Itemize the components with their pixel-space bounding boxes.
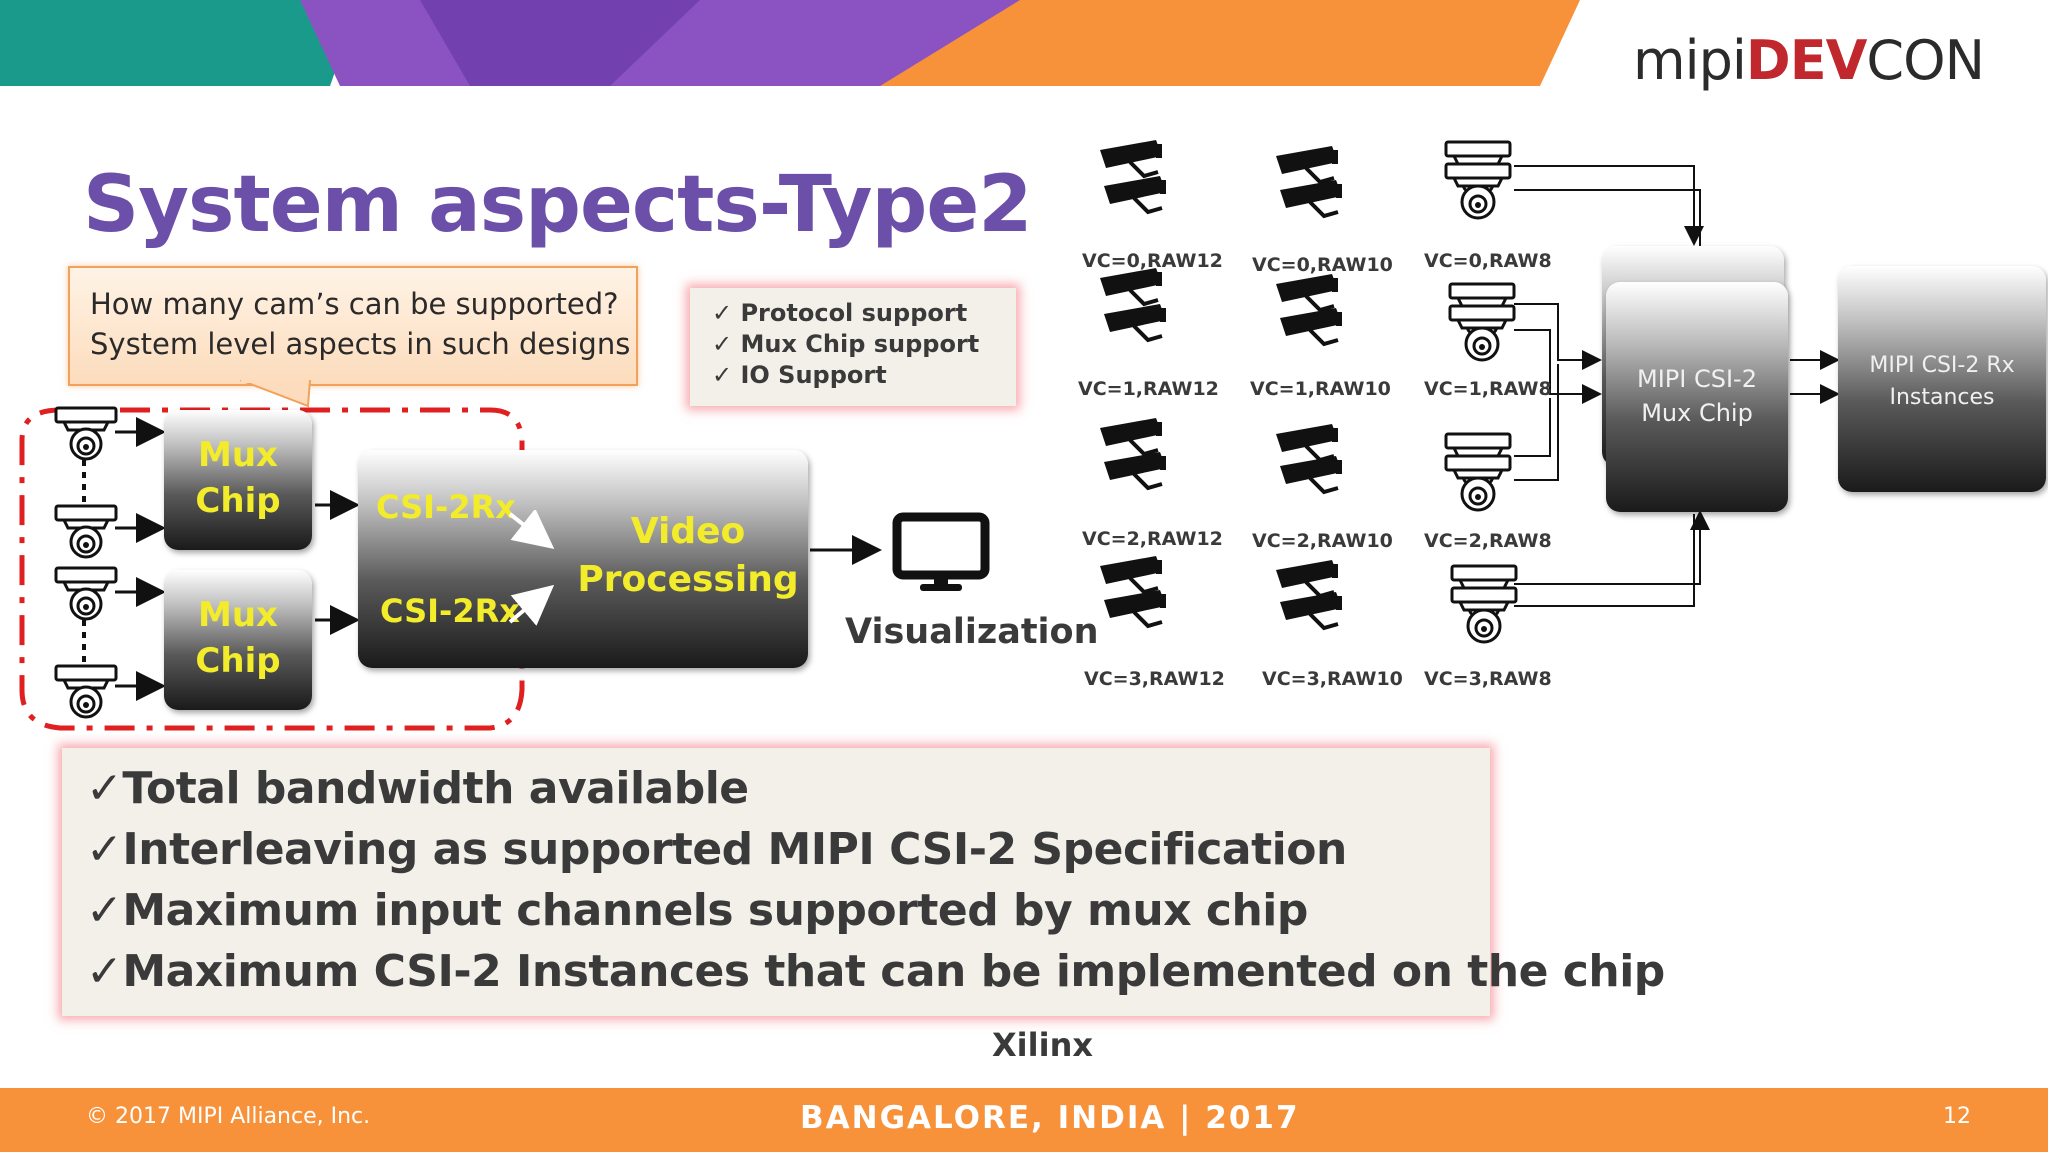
check-item-protocol: ✓ Protocol support	[712, 299, 968, 327]
video-processing-line1: Video	[630, 511, 746, 552]
bullet-input-channels: ✓Maximum input channels supported by mux…	[86, 885, 1308, 936]
dome-camera-icon	[54, 406, 118, 461]
requirements-box: ✓Total bandwidth available ✓Interleaving…	[62, 748, 1665, 1016]
vc-label-raw12-1: VC=1,RAW12	[1078, 378, 1219, 400]
logo-mipi: mipi	[1632, 29, 1747, 92]
vc-label-raw8-1: VC=1,RAW8	[1424, 378, 1552, 400]
vc-label-raw10-3: VC=3,RAW10	[1262, 668, 1403, 690]
vc-label-raw8-2: VC=2,RAW8	[1424, 530, 1552, 552]
csi2-mux-chip: MIPI CSI-2 Mux Chip	[1606, 282, 1788, 512]
visualization-label: Visualization	[845, 612, 1099, 652]
logo-con: CON	[1866, 29, 1985, 92]
left-diagram-connectors	[19, 407, 882, 731]
rx-instances-line2: Instances	[1889, 385, 1995, 410]
vc-label-raw8-3: VC=3,RAW8	[1424, 668, 1552, 690]
copyright-text: © 2017 MIPI Alliance, Inc.	[86, 1104, 371, 1129]
csi2-mux-chip-line2: Mux Chip	[1641, 399, 1753, 427]
callout-line-2: System level aspects in such designs	[90, 327, 631, 361]
video-processing-block: CSI-2Rx CSI-2Rx Video Processing	[358, 450, 808, 668]
csi2-mux-chip-line1: MIPI CSI-2	[1637, 365, 1757, 393]
footer-bar	[0, 1088, 2048, 1152]
feature-checklist: ✓ Protocol support ✓ Mux Chip support ✓ …	[690, 288, 1016, 406]
dome-camera-icon	[54, 504, 118, 559]
csi-rx-top: CSI-2Rx	[376, 488, 516, 526]
page-number: 12	[1943, 1104, 1971, 1129]
mux-chip-top-line2: Chip	[195, 481, 281, 521]
rx-instances-line1: MIPI CSI-2 Rx	[1869, 353, 2015, 378]
mux-chip-top: Mux Chip	[164, 410, 312, 550]
mux-chip-bottom: Mux Chip	[164, 570, 312, 710]
vc-label-raw12-2: VC=2,RAW12	[1082, 528, 1223, 550]
vc-label-raw8-0: VC=0,RAW8	[1424, 250, 1552, 272]
callout-line-1: How many cam’s can be supported?	[90, 287, 619, 321]
callout-pointer	[240, 380, 312, 408]
bullet-bandwidth: ✓Total bandwidth available	[86, 763, 749, 814]
vc-label-raw10-0: VC=0,RAW10	[1252, 254, 1393, 276]
csi-rx-bottom: CSI-2Rx	[380, 592, 520, 630]
csi2-rx-instances: MIPI CSI-2 Rx Instances	[1838, 266, 2046, 492]
logo-dev: DEV	[1745, 29, 1868, 92]
vc-label-raw12-0: VC=0,RAW12	[1082, 250, 1223, 272]
bullet-csi-instances: ✓Maximum CSI-2 Instances that can be imp…	[86, 946, 1665, 997]
slide-title: System aspects-Type2	[83, 160, 1033, 250]
dome-camera-icon	[54, 566, 118, 621]
check-item-io: ✓ IO Support	[712, 361, 887, 389]
callout-box: How many cam’s can be supported? System …	[68, 266, 638, 386]
vc-label-raw12-3: VC=3,RAW12	[1084, 668, 1225, 690]
internal-arrows	[508, 510, 555, 626]
mux-chip-bottom-line1: Mux	[198, 595, 278, 635]
mux-chip-top-line1: Mux	[198, 435, 278, 475]
vc-camera-grid	[1098, 138, 1840, 644]
vc-label-raw10-1: VC=1,RAW10	[1250, 378, 1391, 400]
header-banner	[0, 0, 1580, 86]
bullet-interleaving: ✓Interleaving as supported MIPI CSI-2 Sp…	[86, 824, 1347, 875]
vc-label-raw10-2: VC=2,RAW10	[1252, 530, 1393, 552]
video-processing-line2: Processing	[577, 559, 799, 600]
event-location: BANGALORE, INDIA | 2017	[800, 1100, 1300, 1136]
mux-chip-bottom-line2: Chip	[195, 641, 281, 681]
dome-camera-icon	[54, 664, 118, 719]
check-item-mux: ✓ Mux Chip support	[712, 330, 980, 358]
company-name: Xilinx	[992, 1026, 1093, 1064]
monitor-icon	[892, 512, 990, 591]
